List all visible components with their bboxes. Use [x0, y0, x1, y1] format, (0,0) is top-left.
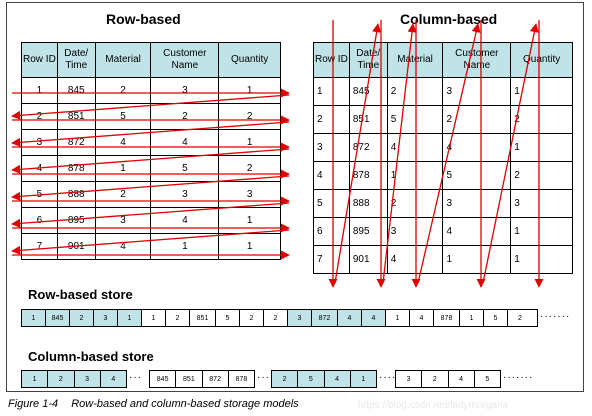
store-cell: 2 [240, 310, 264, 326]
scan-arrow [382, 23, 417, 284]
scan-arrow [482, 23, 539, 284]
store-cell: 845 [150, 371, 177, 387]
row-store-title: Row-based store [28, 287, 133, 302]
column-header: Customer Name [150, 42, 220, 78]
store-cell: 851 [190, 310, 216, 326]
figure-number: Figure 1-4 [8, 398, 59, 410]
store-cell: 4 [100, 371, 126, 387]
store-cell: 878 [235, 375, 248, 383]
store-cell: 2 [264, 310, 288, 326]
column-header: Material [94, 42, 152, 78]
store-cell: 3 [94, 310, 118, 326]
ellipsis: ··· [257, 372, 270, 383]
store-cell: 2 [48, 371, 75, 387]
watermark: https://blog.csdn.net/ladymorgana [358, 400, 509, 411]
table-cell: 1 [21, 77, 58, 104]
store-cell: 851 [176, 371, 203, 387]
store-cell: 3 [74, 371, 101, 387]
table-cell: 2 [21, 103, 58, 130]
row-store-ellipsis: ······· [540, 311, 571, 322]
store-cell: 4 [324, 371, 351, 387]
scan-arrow [11, 148, 290, 174]
store-cell: 2 [70, 310, 94, 326]
ellipsis: ······· [503, 372, 534, 383]
store-cell: 2 [422, 371, 449, 387]
store-cell: 4 [338, 310, 362, 326]
column-header: Row ID [21, 42, 58, 78]
ellipsis: ···· [379, 372, 397, 383]
scan-arrow [334, 23, 382, 284]
column-header: Material [386, 42, 444, 78]
store-cell: 4 [449, 371, 475, 387]
store-cell: 1 [22, 310, 46, 326]
column-store-title: Column-based store [28, 349, 154, 364]
table-cell: 7 [313, 245, 350, 274]
store-cell: 3 [288, 310, 312, 326]
table-cell: 3 [150, 77, 220, 104]
store-cell: 1 [460, 310, 484, 326]
store-cell: 1 [350, 371, 376, 387]
scan-arrow [11, 94, 290, 120]
store-cell: 3 [396, 371, 423, 387]
store-cell: 845 [46, 310, 70, 326]
ellipsis: ··· [129, 372, 142, 383]
row-based-title: Row-based [106, 11, 181, 27]
table-cell: 4 [386, 245, 444, 274]
column-header: Date/ Time [56, 42, 96, 78]
store-cell: 2 [166, 310, 190, 326]
scan-arrow [11, 229, 290, 255]
scan-arrow [11, 202, 290, 228]
store-cell: 4 [362, 310, 386, 326]
store-cell: 2 [272, 371, 299, 387]
table-cell: 1 [510, 245, 573, 274]
table-cell: 872 [56, 129, 96, 156]
column-header: Row ID [313, 42, 350, 78]
store-cell: 2 [518, 314, 522, 322]
table-cell: 5 [386, 105, 444, 134]
table-cell: 4 [442, 217, 512, 246]
store-cell: 878 [434, 310, 460, 326]
store-cell: 5 [298, 371, 325, 387]
store-cell: 5 [216, 310, 240, 326]
store-cell: 1 [22, 371, 49, 387]
store-cell: 872 [312, 310, 338, 326]
store-cell: 1 [142, 310, 166, 326]
table-cell: 4 [386, 133, 444, 162]
scan-arrow [11, 121, 290, 147]
figure-caption: Figure 1-4 Row-based and column-based st… [8, 398, 299, 410]
store-cell: 4 [410, 310, 434, 326]
table-cell: 5 [313, 189, 350, 218]
store-cell: 1 [118, 310, 142, 326]
store-cell: 5 [484, 310, 508, 326]
caption-text: Row-based and column-based storage model… [71, 398, 299, 410]
column-based-title: Column-based [400, 11, 498, 27]
column-header: Quantity [218, 42, 281, 78]
scan-arrow [417, 23, 481, 284]
figure-frame [6, 2, 584, 392]
store-cell: 5 [485, 375, 490, 383]
table-cell: 1 [442, 245, 512, 274]
scan-arrow [11, 175, 290, 201]
table-cell: 845 [56, 77, 96, 104]
store-cell: 1 [386, 310, 410, 326]
store-cell: 872 [203, 371, 229, 387]
